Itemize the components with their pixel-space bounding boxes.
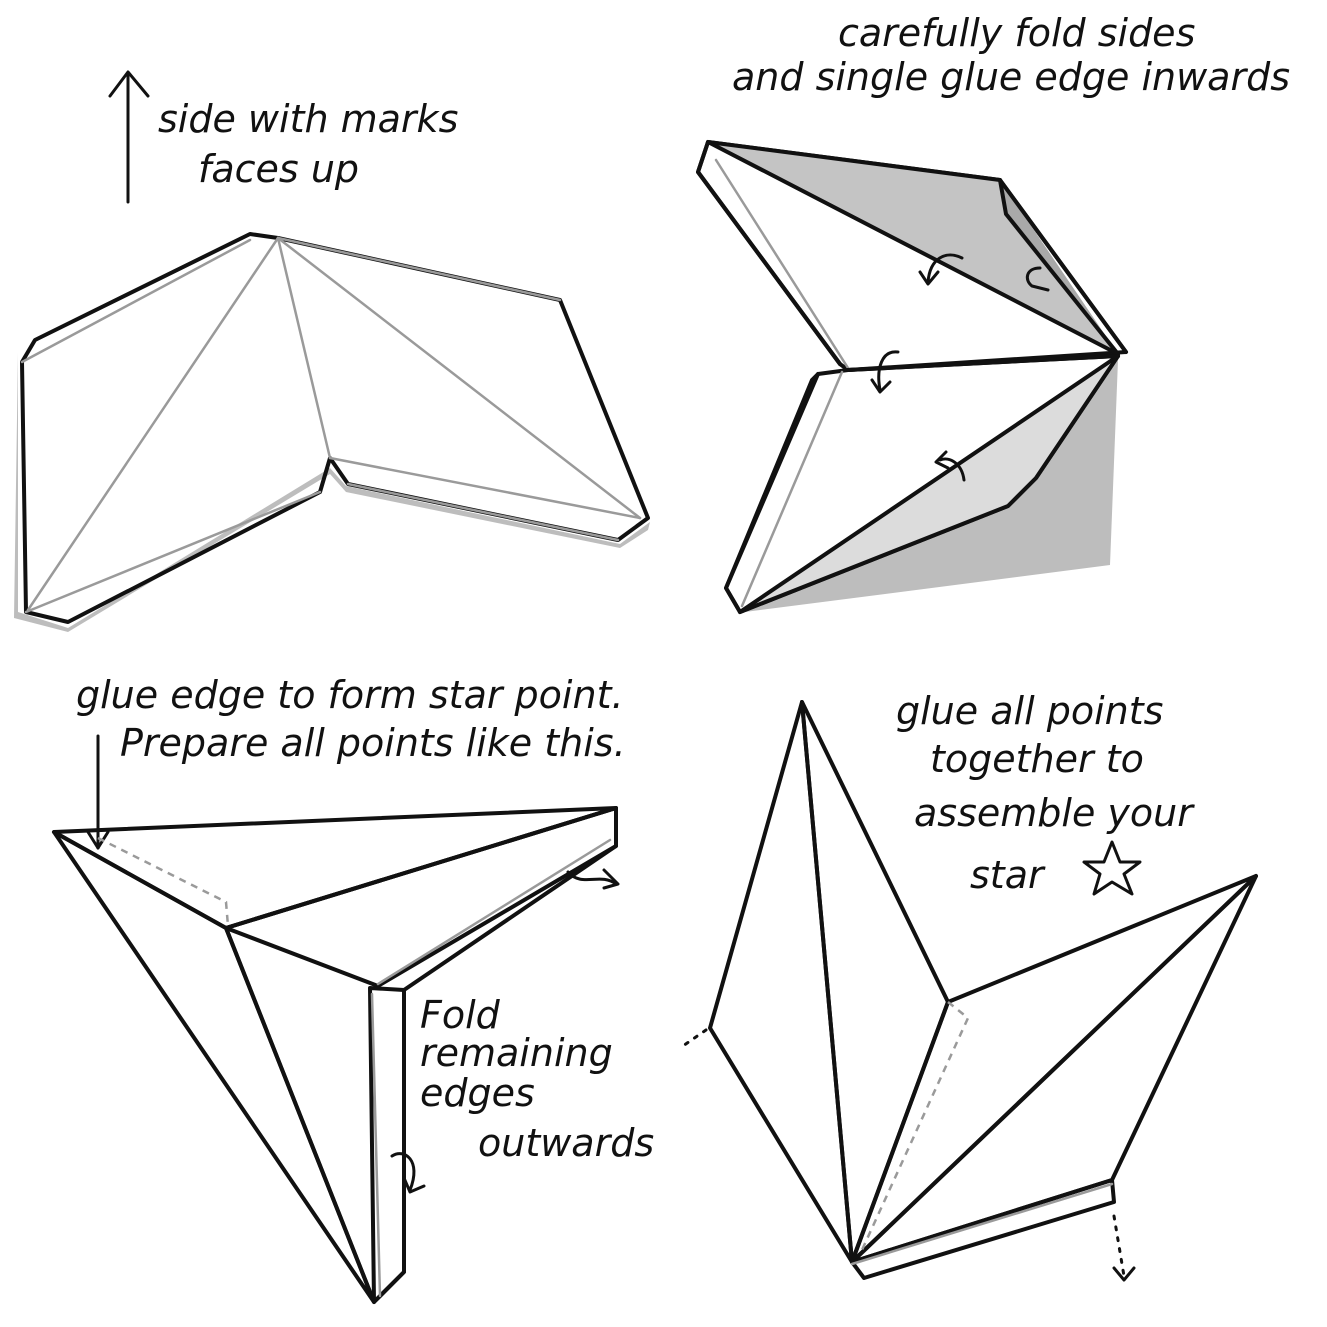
step-3-note-line-3: edges [420, 1071, 535, 1115]
step-1-line-2: faces up [198, 147, 359, 191]
step-4-line-1: glue all points [896, 689, 1163, 733]
step-1-panel: side with marks faces up [14, 70, 650, 632]
dotted-arrow-icon [678, 1028, 708, 1050]
step-3-note-line-2: remaining [420, 1031, 613, 1075]
step-2-panel: carefully fold sides and single glue edg… [696, 11, 1290, 614]
step-4-panel: glue all points together to assemble you… [678, 689, 1258, 1282]
step-1-line-1: side with marks [158, 97, 458, 141]
dotted-arrow-icon [1112, 1214, 1136, 1282]
step-2-folded-piece [696, 140, 1128, 614]
step-4-line-3: assemble your [914, 791, 1195, 835]
fold-arrow-icon [934, 450, 966, 482]
fold-arrow-icon [390, 1152, 426, 1194]
step-3-line-2: Prepare all points like this. [120, 721, 626, 765]
star-icon [1082, 840, 1142, 896]
step-4-line-4: star [970, 853, 1046, 897]
fold-arrow-icon [918, 253, 964, 286]
up-arrow-icon [108, 70, 150, 204]
step-4-line-2: together to [930, 737, 1144, 781]
step-3-star-point [52, 806, 620, 1304]
step-1-flat-piece [14, 232, 650, 632]
step-3-note-line-1: Fold [420, 993, 501, 1037]
fold-arrow-icon [870, 350, 900, 394]
step-2-line-1: carefully fold sides [838, 11, 1195, 55]
fold-arrow-icon [566, 868, 620, 890]
step-3-note-line-4: outwards [478, 1121, 654, 1165]
step-2-line-2: and single glue edge inwards [732, 55, 1290, 99]
step-3-panel: glue edge to form star point. Prepare al… [52, 673, 654, 1304]
step-4-assembled-star [678, 700, 1258, 1282]
fold-arrow-icon [1025, 266, 1050, 292]
step-3-line-1: glue edge to form star point. [76, 673, 624, 717]
